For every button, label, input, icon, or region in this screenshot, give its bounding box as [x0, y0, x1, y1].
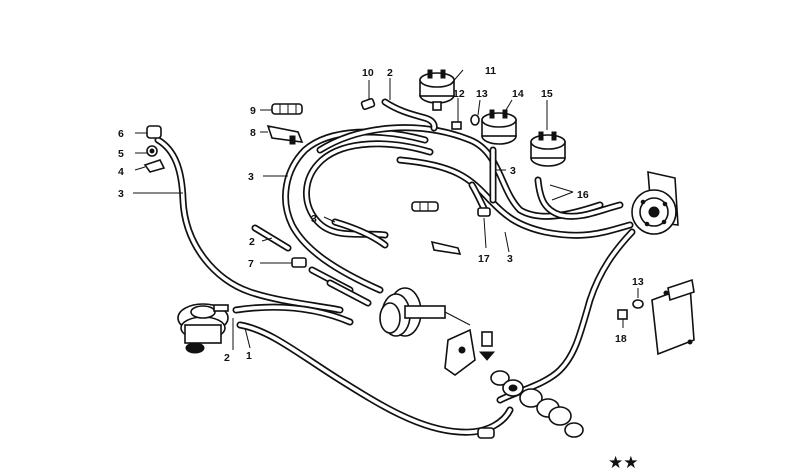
check-valve-10-icon: [360, 97, 376, 111]
screw-18-icon: [617, 309, 628, 320]
callout-9: 9: [250, 105, 256, 117]
washer-13-icon: [470, 114, 480, 126]
callout-1: 1: [246, 350, 252, 362]
callout-11: 11: [485, 65, 496, 77]
callout-6: 6: [118, 128, 124, 140]
callout-3-mid: 3: [248, 171, 254, 183]
clip-strip-9-icon: [271, 103, 303, 115]
booster-bracket-icon: [444, 328, 496, 376]
callout-15: 15: [541, 88, 553, 100]
callout-14: 14: [512, 88, 524, 100]
callout-7: 7: [248, 258, 254, 270]
center-clip-icon: [411, 201, 439, 212]
callout-3-left: 3: [118, 188, 124, 200]
callout-2-bottom: 2: [224, 352, 230, 364]
callout-13-right: 13: [632, 276, 644, 288]
callout-2-left: 2: [249, 236, 255, 248]
vacuum-valve-icon: [631, 170, 679, 235]
callout-2-top: 2: [387, 67, 393, 79]
connector-7-icon: [291, 257, 307, 268]
control-unit-icon: [651, 278, 695, 356]
bracket-8-icon: [266, 124, 304, 145]
clamp-4-icon: [143, 159, 166, 173]
callout-3-right: 3: [510, 165, 516, 177]
callout-10: 10: [362, 67, 374, 79]
callout-5: 5: [118, 148, 124, 160]
vacuum-switch-11-icon: [419, 69, 455, 111]
callout-4: 4: [118, 166, 124, 178]
callout-17: 17: [478, 253, 490, 265]
clip-5-icon: [146, 145, 158, 157]
fitting-6-icon: [146, 125, 162, 139]
footer-star-mark: ★★: [608, 453, 638, 473]
callout-3-bottom: 3: [507, 253, 513, 265]
callout-16: 16: [577, 189, 589, 201]
callout-13-top: 13: [476, 88, 488, 100]
callout-8: 8: [250, 127, 256, 139]
connector-17-icon: [477, 207, 491, 217]
callout-labels: 10 2 11 9 12 13 14 15 8 6 5 4 3 3 3 16 3…: [118, 65, 644, 364]
leader-lines: [133, 69, 639, 350]
screw-12-icon: [451, 121, 462, 130]
vacuum-switch-14-icon: [481, 109, 517, 145]
callout-12: 12: [453, 88, 465, 100]
pressure-regulator-icon: [177, 303, 229, 354]
vacuum-booster-icon: [379, 287, 471, 337]
washer-set-icon: [477, 370, 584, 439]
washer-13-right-icon: [632, 299, 644, 309]
callout-18: 18: [615, 333, 627, 345]
center-bracket-icon: [430, 240, 462, 255]
callout-3-inner: 3: [311, 213, 317, 225]
vacuum-switch-15-icon: [530, 131, 566, 167]
